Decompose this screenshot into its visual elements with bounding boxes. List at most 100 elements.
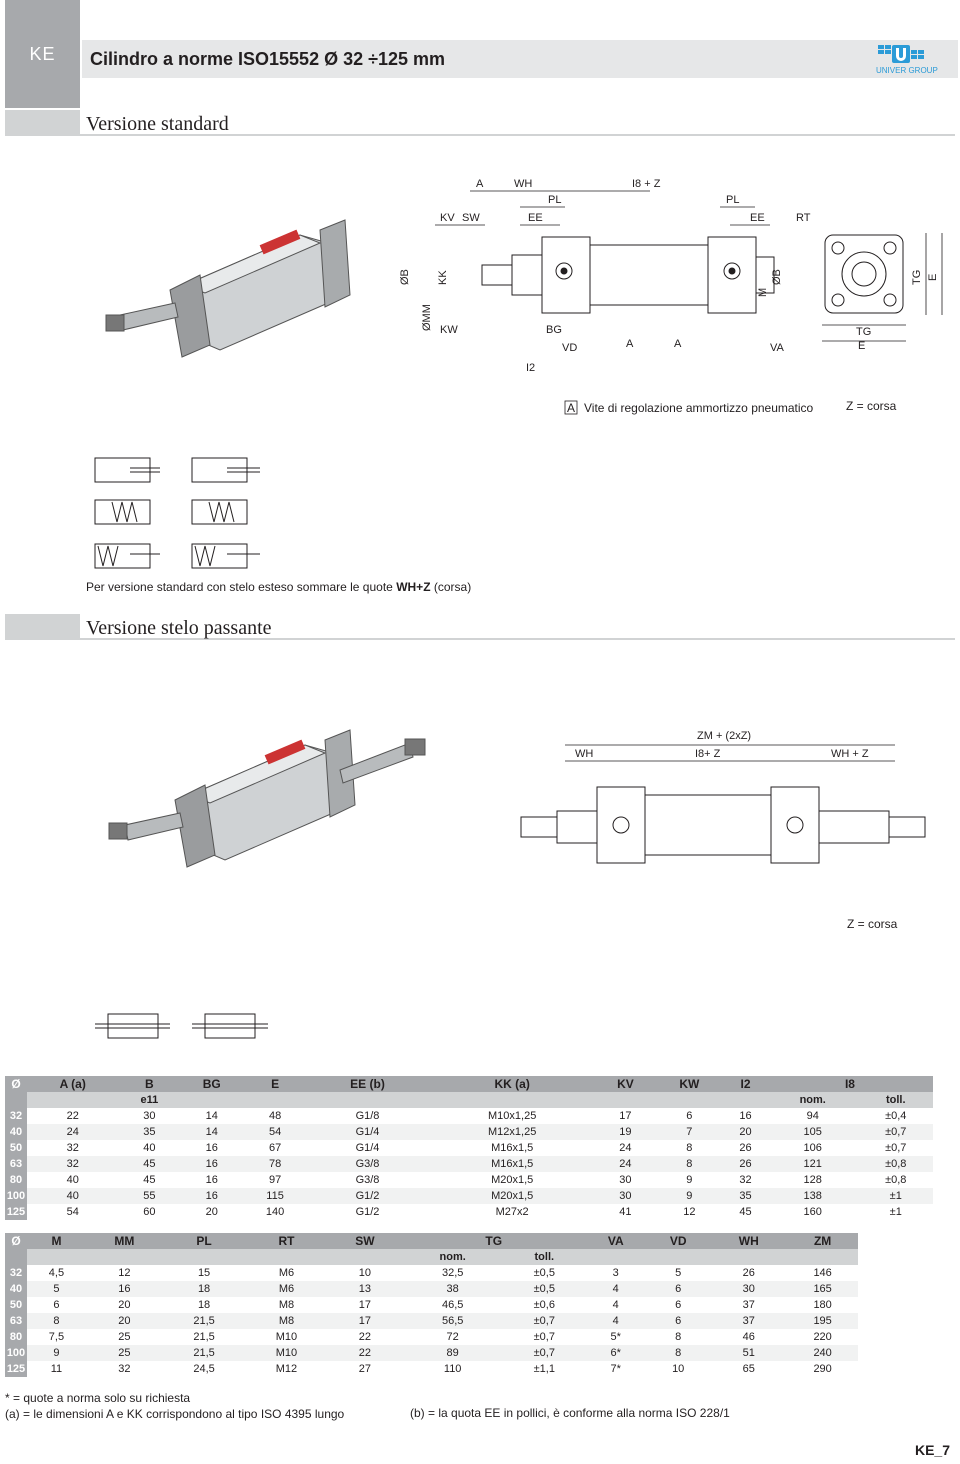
row-diameter: 100 <box>5 1188 27 1204</box>
section-bar-standard <box>5 110 955 136</box>
table-cell: 45 <box>118 1172 181 1188</box>
table-cell: ±0,7 <box>858 1140 933 1156</box>
table-cell: 20 <box>724 1124 767 1140</box>
table-cell: 6 <box>646 1281 711 1297</box>
section-bar-through-rod <box>5 614 955 640</box>
table-cell: 32 <box>85 1361 163 1377</box>
table-cell: 21,5 <box>162 1313 246 1329</box>
table-cell: 105 <box>766 1124 859 1140</box>
z-note-through: Z = corsa <box>847 917 898 931</box>
row-diameter: 100 <box>5 1345 27 1361</box>
table-cell: 5 <box>646 1265 711 1281</box>
dim-e-side: E <box>927 274 939 281</box>
table-cell: ±0,7 <box>503 1313 586 1329</box>
table-cell: M12 <box>245 1361 328 1377</box>
univer-logo <box>874 44 932 74</box>
table-cell: 22 <box>27 1108 119 1124</box>
t2-h-diameter: Ø <box>5 1233 27 1249</box>
table-cell: 8 <box>654 1156 725 1172</box>
row-diameter: 63 <box>5 1313 27 1329</box>
table-cell: ±0,8 <box>858 1172 933 1188</box>
t1-h-a: A (a) <box>27 1076 119 1092</box>
logo-text: UNIVER GROUP <box>876 66 938 75</box>
table-cell: G1/4 <box>307 1124 428 1140</box>
table-cell: ±0,7 <box>503 1329 586 1345</box>
table-cell: 40 <box>118 1140 181 1156</box>
table-cell: 8 <box>646 1345 711 1361</box>
dim-a-right: A <box>674 338 682 350</box>
dim-kv: KV <box>440 212 455 224</box>
table-cell: 17 <box>327 1297 403 1313</box>
table-cell: 46 <box>710 1329 788 1345</box>
row-diameter: 80 <box>5 1329 27 1345</box>
dim-kw: KW <box>440 324 458 336</box>
table-cell: 30 <box>596 1188 655 1204</box>
row-diameter: 63 <box>5 1156 27 1172</box>
table-cell: 65 <box>710 1361 788 1377</box>
table-cell: 121 <box>766 1156 859 1172</box>
table-cell: 17 <box>327 1313 403 1329</box>
table-cell: ±0,5 <box>503 1265 586 1281</box>
table-cell: 110 <box>402 1361 504 1377</box>
table-cell: 16 <box>85 1281 163 1297</box>
table-cell: 16 <box>724 1108 767 1124</box>
table-cell: 22 <box>327 1345 403 1361</box>
table-cell: 19 <box>596 1124 655 1140</box>
table-cell: 12 <box>85 1265 163 1281</box>
table-cell: 21,5 <box>162 1329 246 1345</box>
table-cell: 4 <box>585 1297 647 1313</box>
t2-h-m: M <box>27 1233 86 1249</box>
table-cell: 6 <box>27 1297 86 1313</box>
table-cell: 18 <box>162 1297 246 1313</box>
table-cell: M10x1,25 <box>427 1108 597 1124</box>
table-cell: 5 <box>27 1281 86 1297</box>
footnotes: * = quote a norma solo su richiesta (a) … <box>5 1390 344 1422</box>
table-cell: 40 <box>27 1188 119 1204</box>
table-cell: G1/2 <box>307 1188 428 1204</box>
legend-text: Vite di regolazione ammortizzo pneumatic… <box>584 401 814 415</box>
table-cell: 16 <box>180 1156 244 1172</box>
dim-i8z: I8 + Z <box>632 178 661 190</box>
dim-wh-left: WH <box>575 748 593 760</box>
t1-h-e: E <box>243 1076 308 1092</box>
t1-h-kk: KK (a) <box>427 1076 597 1092</box>
dim-tg-bottom: TG <box>856 326 871 338</box>
table-cell: 51 <box>710 1345 788 1361</box>
table-cell: 32 <box>27 1156 119 1172</box>
dim-ee-left: EE <box>528 212 543 224</box>
cylinder-side-view <box>481 236 775 314</box>
z-note-standard: Z = corsa <box>846 399 897 413</box>
table-cell: 5* <box>585 1329 647 1345</box>
section-code: KE <box>5 0 80 108</box>
extended-rod-note: Per versione standard con stelo esteso s… <box>86 580 472 594</box>
table-cell: 35 <box>118 1124 181 1140</box>
table-cell: M10 <box>245 1329 328 1345</box>
dim-bg: BG <box>546 324 562 336</box>
table-cell: 7 <box>654 1124 725 1140</box>
table-cell: 146 <box>787 1265 858 1281</box>
table-cell: M8 <box>245 1313 328 1329</box>
dim-pl-right: PL <box>726 194 739 206</box>
table-cell: 6 <box>654 1108 725 1124</box>
table-cell: 16 <box>180 1172 244 1188</box>
dim-ee-right: EE <box>750 212 765 224</box>
t2-h-wh: WH <box>710 1233 788 1249</box>
table-cell: 45 <box>724 1204 767 1220</box>
table-cell: 30 <box>596 1172 655 1188</box>
note-star: * = quote a norma solo su richiesta <box>5 1391 191 1405</box>
table-cell: ±0,7 <box>858 1124 933 1140</box>
row-diameter: 50 <box>5 1297 27 1313</box>
table-cell: M8 <box>245 1297 328 1313</box>
dim-pl-left: PL <box>548 194 561 206</box>
table-cell: G3/8 <box>307 1172 428 1188</box>
dim-omm: ØMM <box>421 304 433 331</box>
table-cell: 7* <box>585 1361 647 1377</box>
table-cell: 24 <box>596 1156 655 1172</box>
t1-h-kw: KW <box>654 1076 725 1092</box>
row-diameter: 40 <box>5 1124 27 1140</box>
